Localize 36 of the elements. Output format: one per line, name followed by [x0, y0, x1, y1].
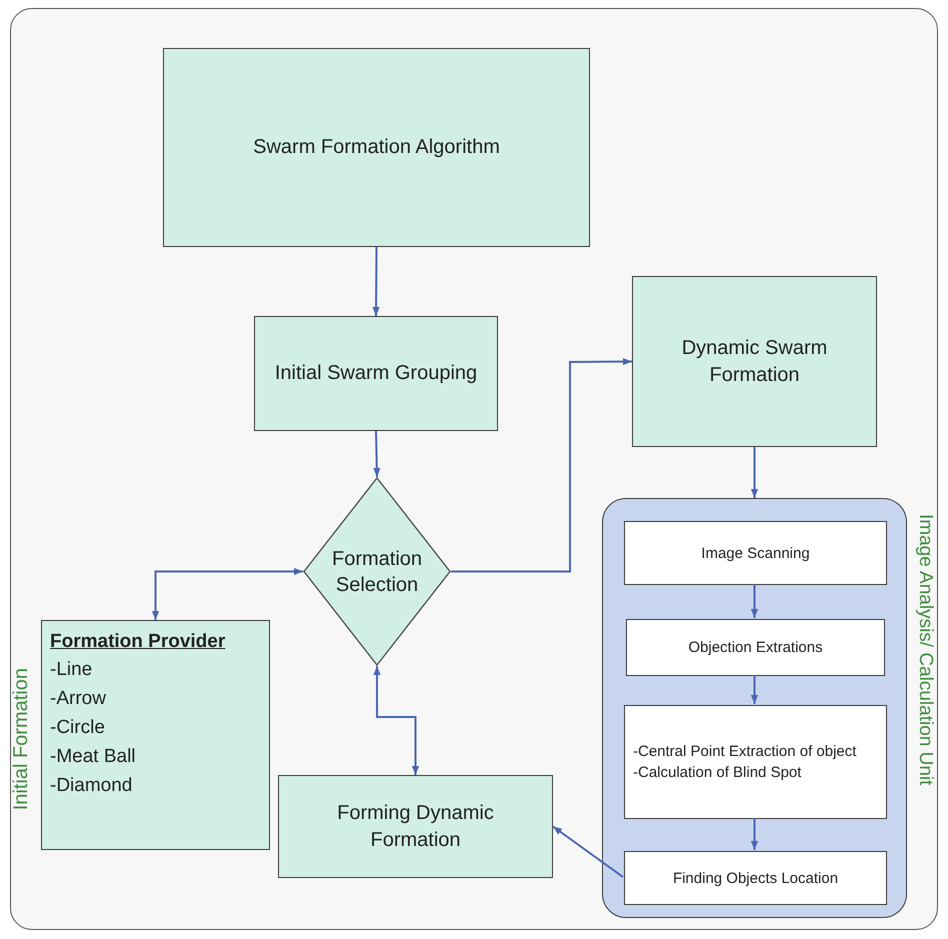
- arrow: [750, 584, 758, 618]
- node-label: -Calculation of Blind Spot: [633, 763, 802, 783]
- list-item: -Diamond: [50, 774, 132, 798]
- node-label: Objection Extrations: [688, 638, 823, 658]
- process-box: [624, 705, 887, 819]
- arrow: [372, 247, 380, 316]
- process-box: [163, 48, 590, 247]
- node-label: Image Scanning: [701, 544, 810, 564]
- arrow: [373, 666, 420, 775]
- process-box: [624, 521, 887, 585]
- arrow: [750, 447, 758, 498]
- arrow: [750, 818, 758, 850]
- process-box: [278, 775, 553, 878]
- arrow: [451, 358, 632, 572]
- side-heading: Initial Formation: [9, 668, 33, 810]
- box-heading: Formation Provider: [50, 630, 226, 654]
- list-item: -Meat Ball: [50, 745, 136, 769]
- node-label: -Central Point Extraction of object: [633, 742, 856, 762]
- list-item: -Circle: [50, 716, 105, 740]
- node-label: Dynamic Swarm Formation: [680, 336, 828, 388]
- list-item: -Line: [50, 658, 92, 682]
- process-box: [624, 851, 887, 905]
- node-label: Finding Objects Location: [672, 868, 838, 888]
- process-box: [626, 619, 885, 676]
- node-label: Formation Selection: [330, 546, 424, 598]
- arrow: [750, 675, 758, 704]
- list-item: -Arrow: [50, 687, 106, 711]
- node-label: Swarm Formation Algorithm: [253, 135, 500, 160]
- arrow: [373, 430, 380, 478]
- node-label: Initial Swarm Grouping: [274, 361, 478, 386]
- side-heading: Image Analysis/ Calculation Unit: [914, 514, 937, 786]
- arrow: [152, 568, 303, 620]
- arrow: [552, 826, 624, 878]
- node-label: Forming Dynamic Formation: [336, 800, 495, 852]
- process-box: [632, 276, 877, 447]
- process-box: [254, 316, 498, 431]
